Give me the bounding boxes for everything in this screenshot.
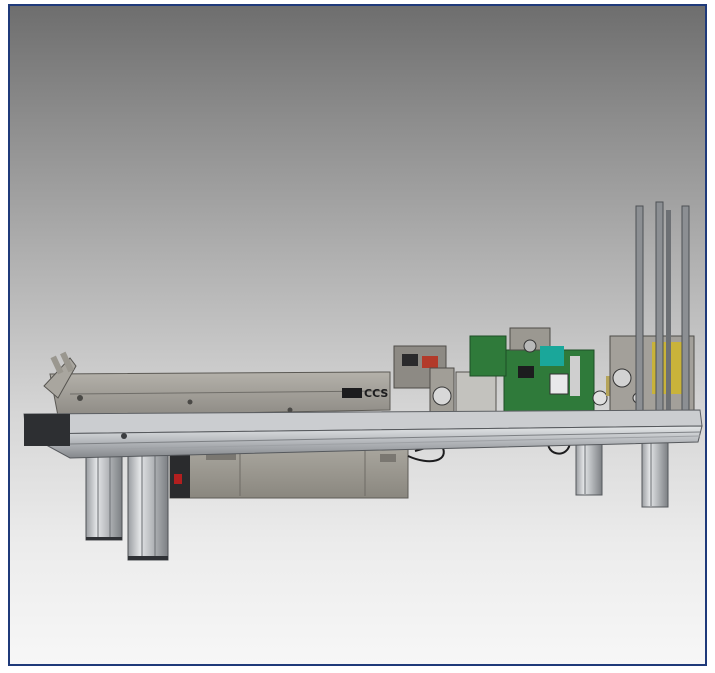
ccs-logo: CCS: [342, 387, 388, 400]
top-plate: [43, 351, 391, 417]
main-rail: [23, 409, 703, 459]
photo-frame: CCS: [8, 4, 707, 666]
front-legs: [85, 445, 169, 561]
right-tower: [609, 201, 695, 417]
logo-text: CCS: [364, 387, 388, 400]
machine-photo: CCS: [23, 201, 703, 561]
motor-module: [393, 345, 497, 415]
pcb-assembly: [469, 327, 618, 415]
